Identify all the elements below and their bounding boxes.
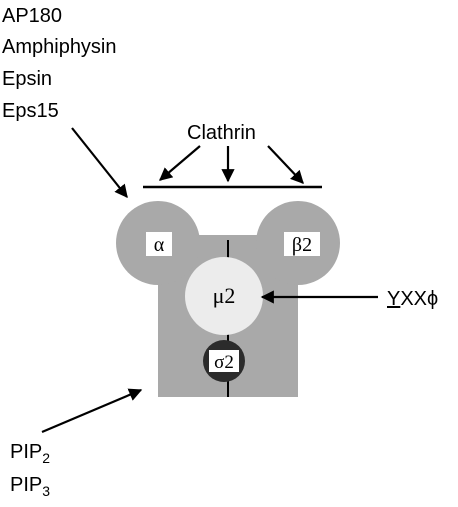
sigma2-label-box	[209, 350, 239, 372]
partner-label-epsin: Epsin	[2, 68, 52, 90]
motif-rest: XXϕ	[400, 288, 438, 310]
alpha-label: α	[154, 234, 165, 256]
lipid-pip3-sub: 3	[42, 483, 50, 499]
partners-arrow	[71, 127, 128, 199]
motif-label: YXXϕ	[387, 288, 438, 310]
partner-label-eps15: Eps15	[2, 100, 59, 122]
lipid-pip2-base: PIP	[10, 441, 42, 463]
lipid-label-pip3: PIP3	[10, 474, 50, 499]
lipid-pip3-base: PIP	[10, 474, 42, 496]
ap2-complex: α β2 μ2 σ2	[116, 201, 340, 397]
motif-underlined-letter: Y	[387, 288, 400, 310]
clathrin-arrow-right	[267, 145, 304, 184]
clathrin-label: Clathrin	[187, 122, 256, 144]
beta2-label: β2	[292, 234, 312, 256]
alpha-label-box	[146, 232, 172, 256]
sigma2-label: σ2	[214, 352, 234, 373]
lipid-label-pip2: PIP2	[10, 441, 50, 466]
mu2-subunit	[185, 257, 263, 335]
clathrin-arrow-left	[158, 145, 201, 181]
partner-label-ap180: AP180	[2, 5, 62, 27]
mu2-label: μ2	[213, 283, 236, 308]
partner-label-amphiphysin: Amphiphysin	[2, 36, 117, 58]
lipid-arrow	[41, 388, 143, 434]
beta2-label-box	[284, 232, 320, 256]
lipid-pip2-sub: 2	[42, 450, 50, 466]
